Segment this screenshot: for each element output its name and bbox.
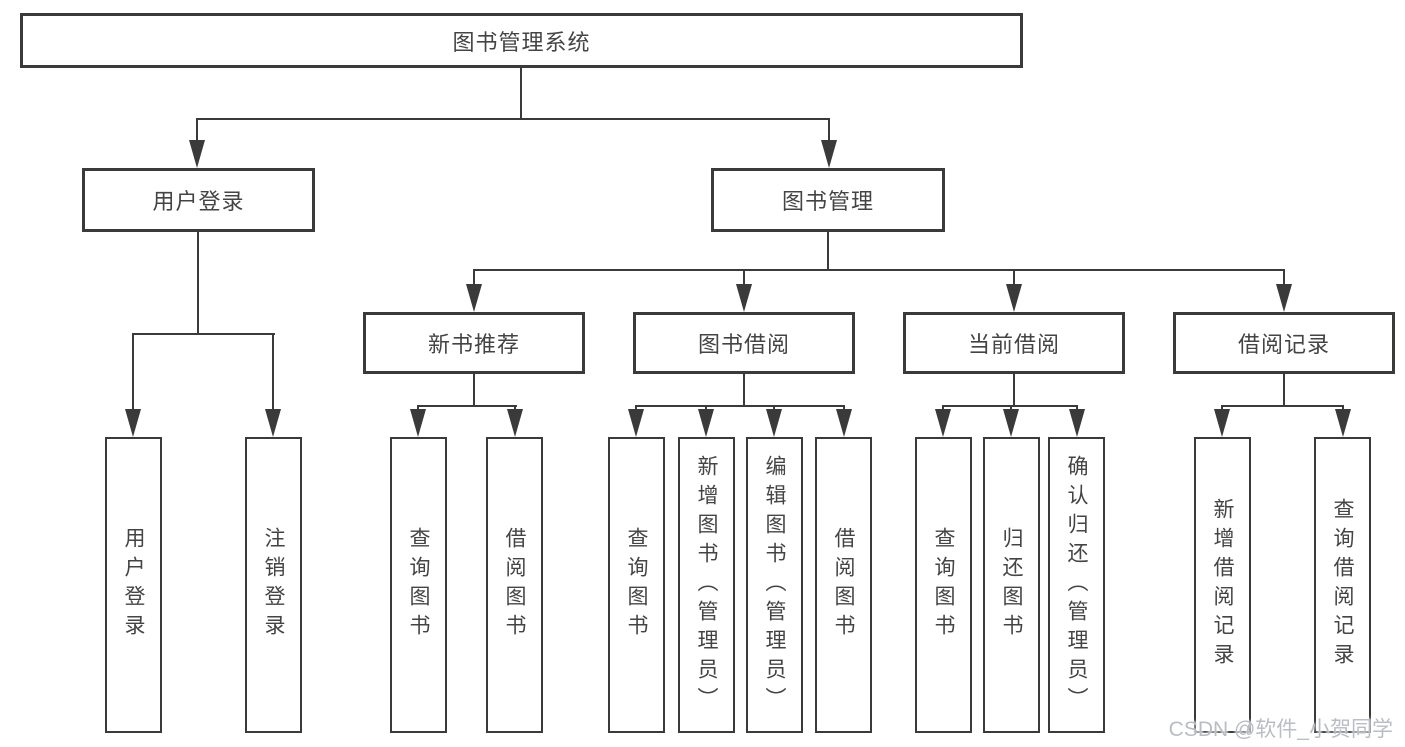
arrow-down-icon	[935, 409, 951, 437]
node-add-books-admin: 新增图书（管理员）	[678, 437, 735, 733]
node-user-login-leaf-label: 用户登录	[122, 527, 145, 643]
csdn-watermark: CSDN @软件_小贺同学	[1168, 718, 1393, 741]
arrow-down-icon	[698, 409, 714, 437]
connector-line	[272, 333, 274, 413]
node-query-borrow-record: 查询借阅记录	[1314, 437, 1371, 733]
node-new-book-recommend: 新书推荐	[363, 312, 585, 374]
node-user-login-leaf: 用户登录	[105, 437, 162, 733]
arrow-down-icon	[836, 409, 852, 437]
node-logout: 注销登录	[245, 437, 302, 733]
node-borrow-books: 借阅图书	[815, 437, 872, 733]
connector-line	[196, 118, 198, 146]
connector-line	[197, 232, 199, 335]
node-borrow-books-recommend-label: 借阅图书	[503, 527, 526, 643]
node-book-management-label: 图书管理	[781, 189, 874, 214]
arrow-down-icon	[125, 409, 141, 437]
node-root-label: 图书管理系统	[452, 29, 591, 55]
arrow-down-icon	[821, 140, 837, 168]
connector-line	[417, 405, 517, 407]
connector-line	[635, 405, 845, 407]
node-current-borrowing-label: 当前借阅	[967, 332, 1060, 357]
node-borrow-books-recommend: 借阅图书	[486, 437, 543, 733]
arrow-down-icon	[410, 409, 426, 437]
node-user-login: 用户登录	[82, 168, 315, 232]
node-current-borrowing: 当前借阅	[903, 312, 1125, 374]
node-add-books-admin-label: 新增图书（管理员）	[695, 454, 718, 716]
node-return-books: 归还图书	[983, 437, 1040, 733]
node-borrow-records: 借阅记录	[1173, 312, 1395, 374]
connector-line	[520, 67, 522, 120]
connector-line	[828, 118, 830, 146]
node-add-borrow-record: 新增借阅记录	[1194, 437, 1251, 733]
arrow-down-icon	[265, 409, 281, 437]
node-query-books-borrowing: 查询图书	[608, 437, 665, 733]
arrow-down-icon	[1069, 409, 1085, 437]
arrow-down-icon	[766, 409, 782, 437]
connector-line	[1013, 374, 1015, 407]
arrow-down-icon	[1335, 409, 1351, 437]
node-book-borrowing-label: 图书借阅	[697, 332, 790, 357]
connector-line	[197, 118, 830, 120]
arrow-down-icon	[507, 409, 523, 437]
arrow-down-icon	[736, 284, 752, 312]
node-borrow-records-label: 借阅记录	[1237, 332, 1330, 357]
connector-line	[132, 333, 134, 413]
arrow-down-icon	[1003, 409, 1019, 437]
node-edit-books-admin-label: 编辑图书（管理员）	[763, 454, 786, 716]
node-user-login-label: 用户登录	[152, 189, 245, 214]
node-root: 图书管理系统	[20, 13, 1023, 68]
node-confirm-return-admin-label: 确认归还（管理员）	[1065, 454, 1088, 716]
node-add-borrow-record-label: 新增借阅记录	[1211, 498, 1234, 672]
arrow-down-icon	[1214, 409, 1230, 437]
node-query-books-borrowing-label: 查询图书	[625, 527, 648, 643]
arrow-down-icon	[628, 409, 644, 437]
connector-line	[1221, 405, 1344, 407]
node-book-management: 图书管理	[711, 168, 945, 232]
connector-line	[1283, 374, 1285, 407]
node-book-borrowing: 图书借阅	[633, 312, 855, 374]
node-confirm-return-admin: 确认归还（管理员）	[1048, 437, 1105, 733]
node-query-borrow-record-label: 查询借阅记录	[1331, 498, 1354, 672]
connector-line	[1283, 269, 1285, 289]
arrow-down-icon	[1276, 284, 1292, 312]
arrow-down-icon	[189, 140, 205, 168]
connector-line	[473, 269, 1285, 271]
node-query-books-current-label: 查询图书	[932, 527, 955, 643]
connector-line	[132, 333, 275, 335]
node-return-books-label: 归还图书	[1000, 527, 1023, 643]
connector-line	[743, 269, 745, 289]
connector-line	[743, 374, 745, 407]
node-query-books-current: 查询图书	[915, 437, 972, 733]
node-logout-label: 注销登录	[262, 527, 285, 643]
connector-line	[473, 374, 475, 407]
node-new-book-recommend-label: 新书推荐	[427, 332, 520, 357]
node-borrow-books-label: 借阅图书	[832, 527, 855, 643]
arrow-down-icon	[466, 284, 482, 312]
node-query-books-recommend: 查询图书	[390, 437, 447, 733]
connector-line	[473, 269, 475, 289]
connector-line	[827, 232, 829, 271]
node-edit-books-admin: 编辑图书（管理员）	[746, 437, 803, 733]
node-query-books-recommend-label: 查询图书	[407, 527, 430, 643]
arrow-down-icon	[1006, 284, 1022, 312]
connector-line	[1013, 269, 1015, 289]
